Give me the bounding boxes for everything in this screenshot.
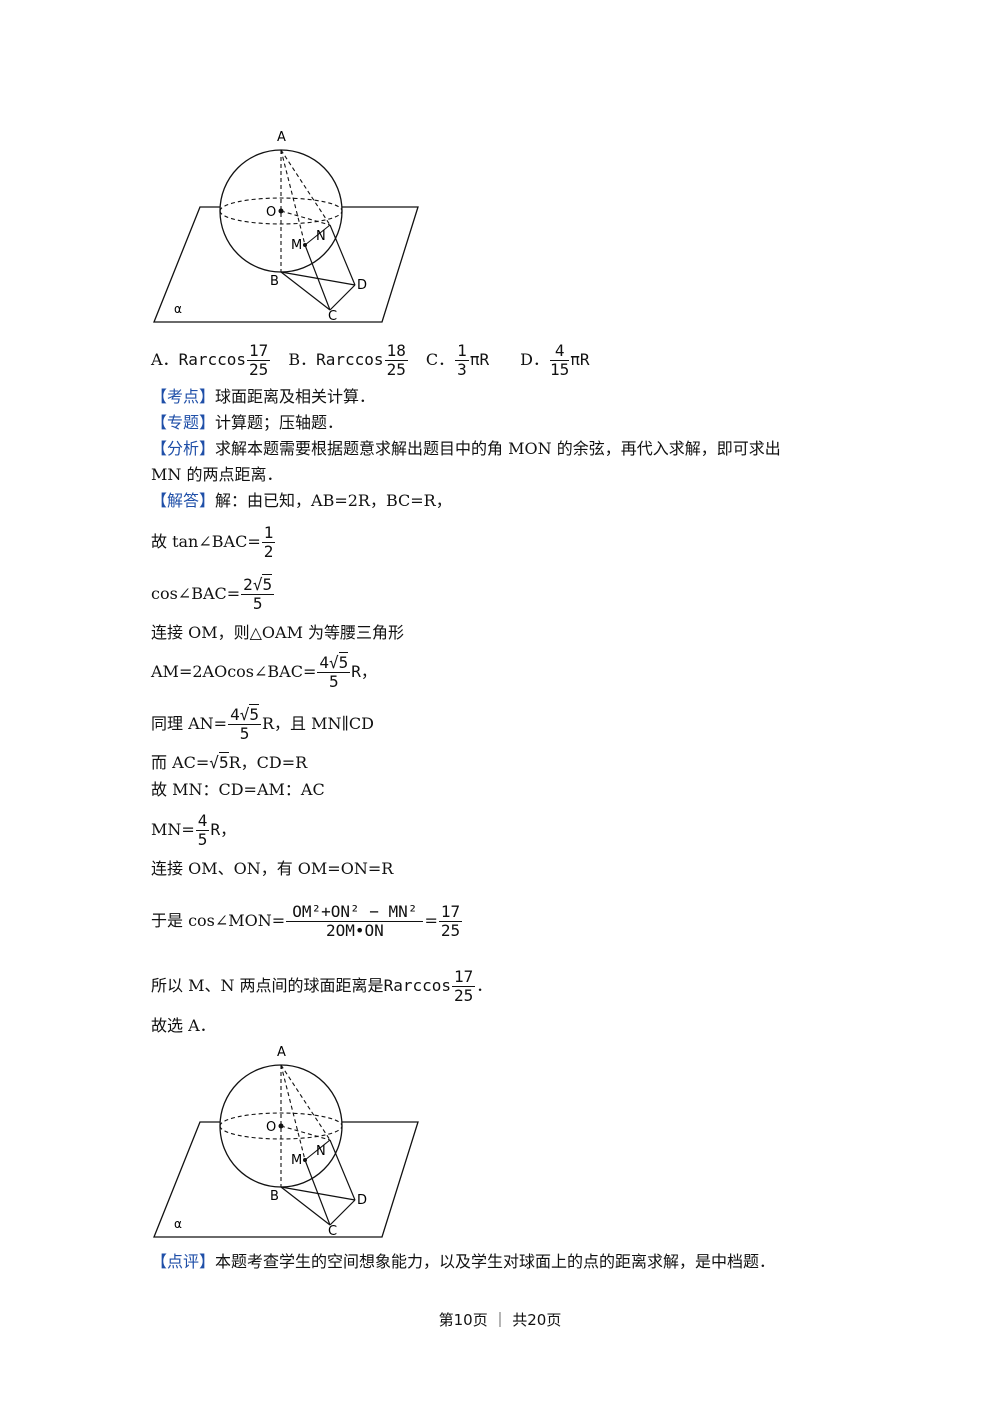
label-B: B <box>270 274 279 289</box>
page-footer: 第10页 ｜ 共20页 <box>438 1311 562 1329</box>
solution-step-ac: 而 AC=√5R，CD=R <box>151 752 308 772</box>
solution-answer: 故选 A． <box>151 1016 216 1035</box>
label-C: C <box>328 309 337 324</box>
label-A: A <box>277 130 286 145</box>
label-A-2: A <box>277 1045 286 1060</box>
plane-alpha <box>153 206 419 323</box>
label-alpha-2: α <box>174 1217 182 1231</box>
label-N: N <box>316 229 326 244</box>
label-O-2: O <box>266 1120 276 1135</box>
dianping-line: 【点评】本题考查学生的空间想象能力，以及学生对球面上的点的距离求解，是中档题． <box>151 1252 776 1271</box>
label-C-2: C <box>328 1224 337 1239</box>
fenxi-line: 【分析】求解本题需要根据题意求解出题目中的角 MON 的余弦，再代入求解，即可求… <box>151 439 781 458</box>
label-alpha: α <box>174 302 182 316</box>
label-M-2: M <box>291 1153 302 1168</box>
kaodian-line: 【考点】球面距离及相关计算． <box>151 387 376 406</box>
zhuanti-line: 【专题】计算题；压轴题． <box>151 413 344 432</box>
solution-step-om-on: 连接 OM、ON，有 OM=ON=R <box>151 859 394 878</box>
fenxi-line-2: MN 的两点距离． <box>151 465 283 484</box>
jieda-line: 【解答】解：由已知，AB=2R，BC=R， <box>151 491 452 510</box>
label-O: O <box>266 205 276 220</box>
sphere-figure-bottom: A O M N B D C α <box>153 1045 419 1239</box>
sphere-figure-top: A O M N B D C α <box>153 130 419 324</box>
solution-step-isosceles: 连接 OM，则△OAM 为等腰三角形 <box>151 623 405 642</box>
solution-step-ratio: 故 MN：CD=AM：AC <box>151 780 325 799</box>
label-D: D <box>357 278 367 293</box>
label-M: M <box>291 238 302 253</box>
label-D-2: D <box>357 1193 367 1208</box>
label-B-2: B <box>270 1189 279 1204</box>
label-N-2: N <box>316 1144 326 1159</box>
